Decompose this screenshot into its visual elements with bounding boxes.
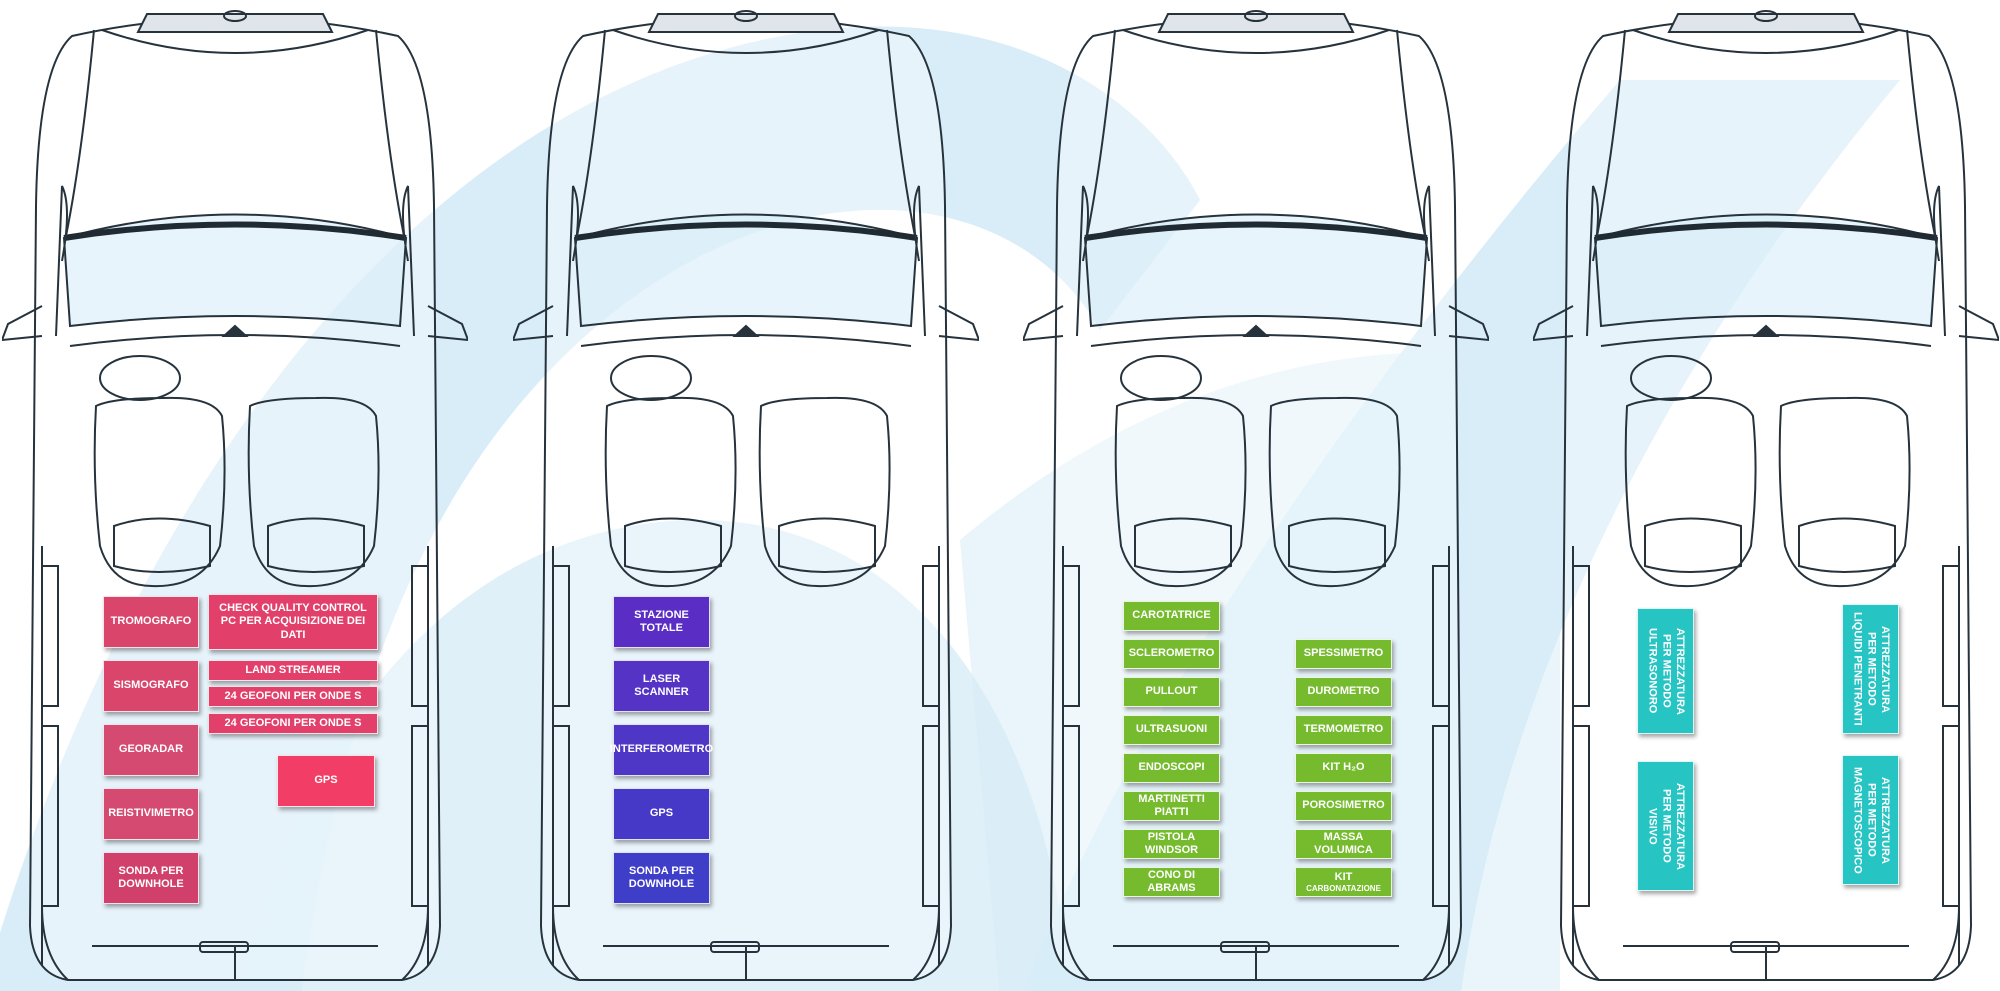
equipment-metodo-liquidi-penetranti: ATTREZZATURA PER METODO LIQUIDI PENETRAN… [1842, 604, 1899, 734]
equipment-sonda-downhole: SONDA PER DOWNHOLE [103, 852, 199, 904]
equipment-sonda-downhole: SONDA PER DOWNHOLE [613, 852, 710, 904]
equipment-sclerometro: SCLEROMETRO [1123, 639, 1220, 669]
equipment-metodo-magnetoscopico: ATTREZZATURA PER METODO MAGNETOSCOPICO [1842, 755, 1899, 885]
equipment-durometro: DUROMETRO [1295, 677, 1392, 707]
equipment-laser-scanner: LASER SCANNER [613, 660, 710, 712]
equipment-termometro: TERMOMETRO [1295, 715, 1392, 745]
equipment-georadar: GEORADAR [103, 724, 199, 776]
equipment-land-streamer: LAND STREAMER [208, 660, 378, 681]
van-structural-testing [1023, 6, 1489, 990]
equipment-spessimetro: SPESSIMETRO [1295, 639, 1392, 669]
equipment-endoscopi: ENDOSCOPI [1123, 753, 1220, 783]
van-topography [513, 6, 979, 990]
van-geophysics [2, 6, 468, 990]
carbonatazione-label: CARBONATAZIONE [1306, 884, 1381, 894]
equipment-metodo-ultrasonoro: ATTREZZATURA PER METODO ULTRASONORO [1637, 608, 1694, 734]
equipment-kit-carbonatazione: KIT CARBONATAZIONE [1295, 867, 1392, 897]
equipment-ultrasuoni: ULTRASUONI [1123, 715, 1220, 745]
van-outline [513, 6, 979, 990]
equipment-tromografo: TROMOGRAFO [103, 596, 199, 648]
equipment-pistola-windsor: PISTOLA WINDSOR [1123, 829, 1220, 859]
equipment-pullout: PULLOUT [1123, 677, 1220, 707]
equipment-martinetti-piatti: MARTINETTI PIATTI [1123, 791, 1220, 821]
van-outline [2, 6, 468, 990]
equipment-gps: GPS [613, 788, 710, 840]
van-outline [1023, 6, 1489, 990]
equipment-quality-control-pc: CHECK QUALITY CONTROL PC PER ACQUISIZION… [208, 594, 378, 650]
kit-label: KIT [1335, 871, 1353, 884]
equipment-carotatrice: CAROTATRICE [1123, 601, 1220, 631]
equipment-reistivimetro: REISTIVIMETRO [103, 788, 199, 840]
equipment-geofoni-2: 24 GEOFONI PER ONDE S [208, 713, 378, 734]
equipment-kit-h2o: KIT H₂O [1295, 753, 1392, 783]
equipment-cono-abrams: CONO DI ABRAMS [1123, 867, 1220, 897]
equipment-gps: GPS [277, 755, 375, 807]
van-outline [1533, 6, 1999, 990]
equipment-porosimetro: POROSIMETRO [1295, 791, 1392, 821]
equipment-sismografo: SISMOGRAFO [103, 660, 199, 712]
equipment-geofoni-1: 24 GEOFONI PER ONDE S [208, 686, 378, 707]
equipment-stazione-totale: STAZIONE TOTALE [613, 596, 710, 648]
van-ndt [1533, 6, 1999, 990]
equipment-metodo-visivo: ATTREZZATURA PER METODO VISIVO [1637, 761, 1694, 891]
equipment-massa-volumica: MASSA VOLUMICA [1295, 829, 1392, 859]
equipment-interferometro: INTERFEROMETRO [613, 724, 710, 776]
